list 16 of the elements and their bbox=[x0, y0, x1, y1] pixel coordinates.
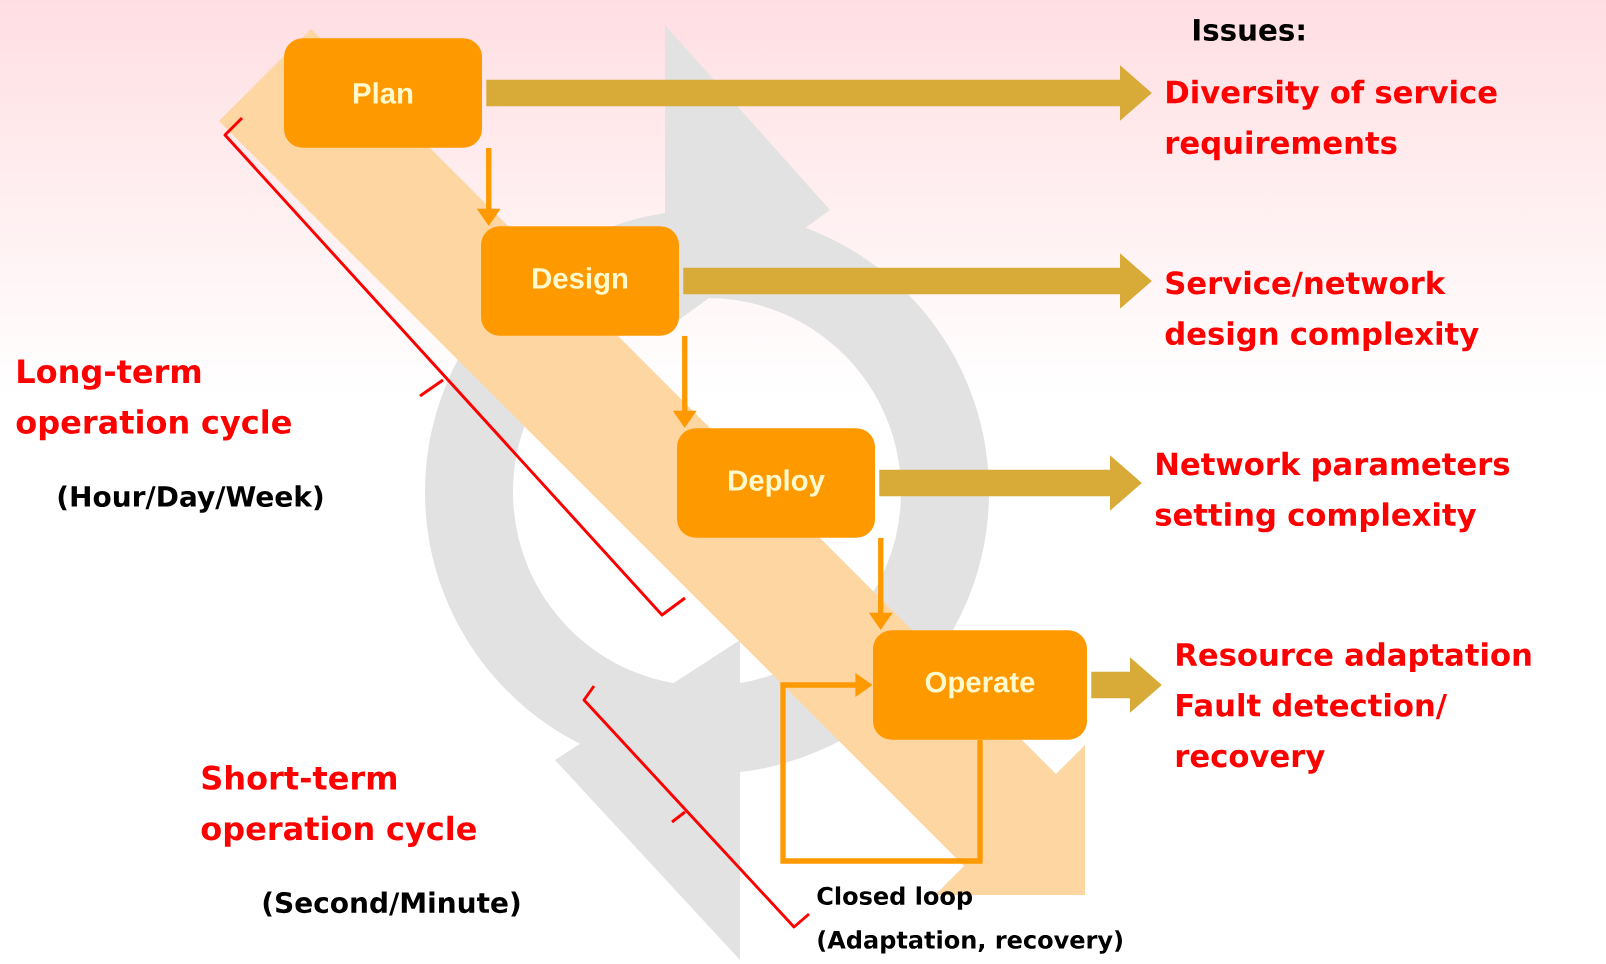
cycle-label: Short-term operation cycle bbox=[201, 765, 476, 847]
issue-text: Service/network design complexity bbox=[1165, 270, 1479, 352]
process-box: Plan bbox=[284, 38, 482, 148]
heading: Issues: bbox=[1194, 19, 1304, 41]
time-scale-text: (Hour/Day/Week) bbox=[58, 485, 323, 513]
process-box: Deploy bbox=[677, 428, 875, 538]
loop-label: (Adaptation, recovery) bbox=[818, 930, 1122, 954]
loop-label: Closed loop bbox=[817, 886, 972, 910]
process-box: Operate bbox=[873, 630, 1087, 740]
issue-text: Network parameters setting complexity bbox=[1155, 451, 1510, 533]
time-scale-text: (Second/Minute) bbox=[263, 891, 520, 917]
cycle-label: Long-term operation cycle bbox=[16, 359, 291, 441]
issue-text: Resource adaptation Fault detection/ recovery bbox=[1176, 642, 1531, 774]
issue-text: Diversity of service requirements bbox=[1166, 79, 1497, 161]
arrow bbox=[780, 673, 983, 864]
process-box: Design bbox=[481, 226, 679, 336]
